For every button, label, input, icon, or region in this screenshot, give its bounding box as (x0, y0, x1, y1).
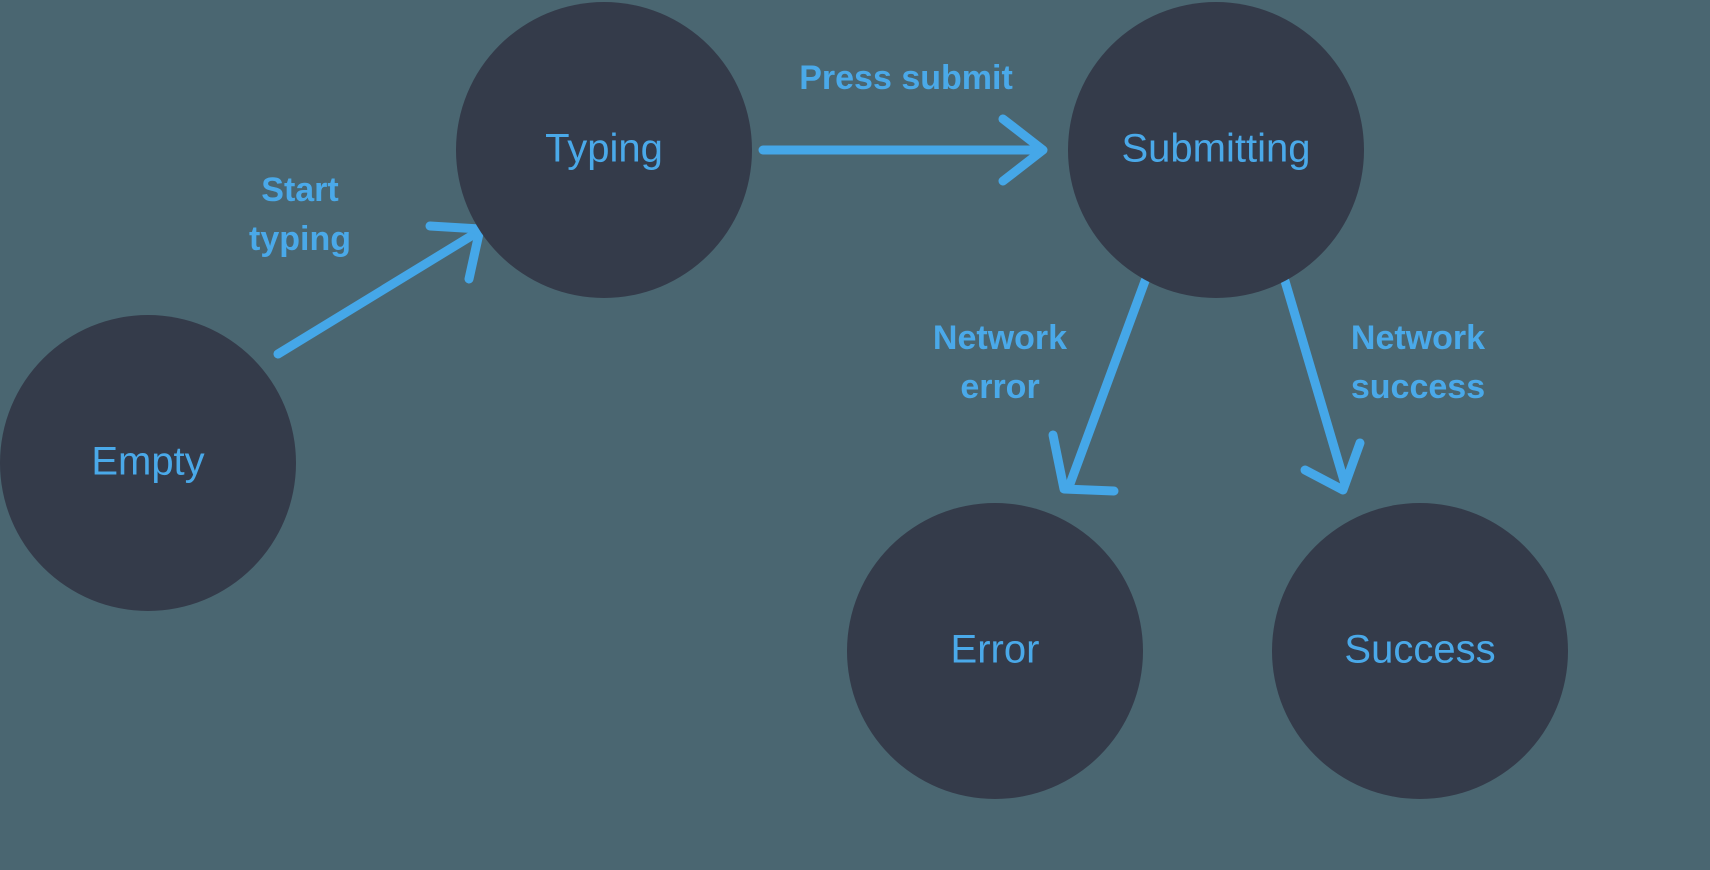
edge-network-error-arrowhead (1048, 430, 1119, 496)
edge-network-success-arrowhead (1300, 438, 1365, 495)
state-node-empty-circle[interactable] (0, 315, 296, 611)
edge-label-start-typing-line1: Start (261, 171, 338, 209)
edge-network-success (1280, 276, 1365, 495)
edge-label-network-error-line2: error (960, 368, 1039, 406)
edge-label-press-submit: Press submit (799, 59, 1013, 97)
state-node-success-circle[interactable] (1272, 503, 1568, 799)
edge-label-network-success-line2: success (1351, 368, 1485, 406)
edge-label-network-success: Network success (1351, 319, 1485, 406)
state-node-typing-circle[interactable] (456, 2, 752, 298)
edge-label-network-error: Network error (933, 319, 1067, 406)
edge-label-press-submit-line1: Press submit (799, 59, 1013, 97)
edge-network-error-line (1065, 276, 1150, 489)
state-node-submitting-circle[interactable] (1068, 2, 1364, 298)
state-node-empty-label: Empty (91, 440, 204, 484)
edge-press-submit (758, 114, 1048, 186)
edge-label-network-success-line1: Network (1351, 319, 1485, 357)
state-node-submitting[interactable]: Submitting (1068, 2, 1364, 298)
state-node-error-circle[interactable] (847, 503, 1143, 799)
edge-network-success-line (1280, 276, 1350, 489)
edge-network-error (1048, 276, 1150, 496)
edge-label-network-error-line1: Network (933, 319, 1067, 357)
state-node-typing-label: Typing (545, 127, 663, 171)
edge-label-start-typing: Start typing (249, 171, 351, 258)
state-node-empty[interactable]: Empty (0, 315, 296, 611)
state-node-error-label: Error (951, 628, 1040, 672)
state-node-typing[interactable]: Typing (456, 2, 752, 298)
state-node-success-label: Success (1344, 628, 1495, 672)
edge-label-start-typing-line2: typing (249, 220, 351, 258)
edge-press-submit-arrowhead (998, 114, 1048, 186)
state-node-submitting-label: Submitting (1122, 127, 1311, 171)
state-node-success[interactable]: Success (1272, 503, 1568, 799)
state-node-error[interactable]: Error (847, 503, 1143, 799)
edge-start-typing-line (273, 225, 486, 359)
